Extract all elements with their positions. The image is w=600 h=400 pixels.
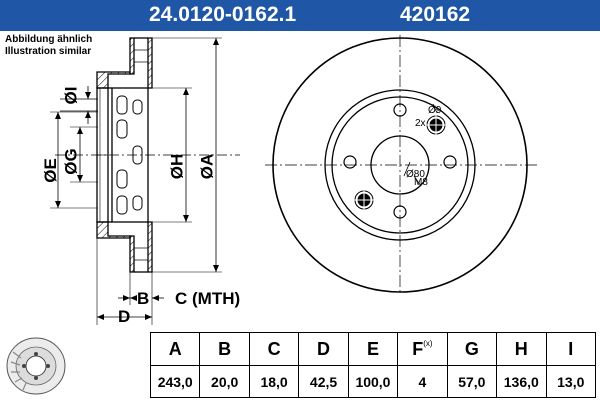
value-f: 4 (397, 365, 448, 398)
vent-slots (116, 95, 143, 215)
technical-drawing (50, 35, 540, 325)
bolt-hole-bottom (393, 205, 407, 219)
friction-ring-upper-outer (129, 37, 135, 75)
header-i: I (545, 332, 596, 366)
hub-hat-upper (96, 71, 131, 89)
friction-ring-upper-inner (147, 37, 153, 89)
header-f-letter: F (412, 338, 424, 359)
header-g: G (446, 332, 498, 366)
header-e: E (347, 332, 399, 366)
header-c: C (248, 332, 300, 366)
header-f: F(x) (397, 332, 448, 366)
spec-table: A B C D E F(x) G H I 243,0 20,0 18,0 42,… (149, 332, 596, 398)
value-c: 18,0 (248, 365, 300, 398)
vented-body (111, 87, 149, 223)
dim-label-a: ØA (197, 153, 217, 180)
part-number: 24.0120-0162.1 (149, 3, 297, 26)
dim-label-c: C (MTH) (175, 289, 241, 308)
dim-label-e: ØE (40, 158, 60, 183)
dim-label-b: B (137, 289, 150, 308)
header-a: A (149, 332, 201, 366)
reference-code: 420162 (400, 3, 471, 26)
hub-hat-lower (96, 221, 131, 239)
disc-friction-inner (324, 89, 476, 241)
value-b: 20,0 (199, 365, 250, 398)
header-d: D (298, 332, 349, 366)
dimension-lines-left (50, 86, 98, 209)
dim-label-g: ØG (61, 148, 81, 175)
note-line-de: Abbildung ähnlich (5, 34, 93, 45)
label-pcd: Ø80 (406, 169, 425, 180)
threaded-hole-lower-left (354, 190, 374, 210)
label-bolt-count: 2x (415, 118, 426, 129)
value-g: 57,0 (446, 365, 498, 398)
label-thread: M8 (414, 177, 428, 188)
note-line-en: Illustration similar (5, 46, 92, 57)
label-bolt-diameter: Ø9 (428, 105, 442, 116)
dimension-lines-bottom (96, 238, 164, 325)
disc-thumbnail (6, 337, 66, 395)
center-bore (370, 135, 430, 195)
dimension-lines-right (152, 37, 222, 273)
front-view (265, 35, 540, 295)
header-b: B (199, 332, 250, 366)
value-i: 13,0 (545, 365, 596, 398)
header-f-suffix: (x) (423, 338, 433, 348)
disc-outer (272, 37, 528, 293)
spec-value-row: 243,0 20,0 18,0 42,5 100,0 4 57,0 136,0 … (149, 365, 596, 398)
friction-ring-lower-inner (147, 221, 153, 273)
value-h: 136,0 (496, 365, 547, 398)
value-a: 243,0 (149, 365, 201, 398)
friction-ring-lower-outer (129, 235, 135, 273)
bolt-hole-top (393, 103, 407, 117)
header-h: H (496, 332, 547, 366)
dim-label-i: ØI (61, 86, 81, 105)
dim-label-h: ØH (167, 153, 187, 180)
bolt-hole-right (443, 155, 457, 169)
bolt-hole-left (343, 155, 357, 169)
dim-label-d: D (118, 307, 131, 326)
hub-outer (331, 96, 469, 234)
value-e: 100,0 (347, 365, 399, 398)
threaded-hole-upper-right (426, 115, 446, 135)
cross-section-view (55, 37, 240, 273)
illustration-note: Abbildung ähnlich Illustration similar (5, 34, 92, 58)
title-bar: 24.0120-0162.1 420162 (0, 0, 600, 31)
spec-header-row: A B C D E F(x) G H I (149, 332, 596, 366)
value-d: 42,5 (298, 365, 349, 398)
